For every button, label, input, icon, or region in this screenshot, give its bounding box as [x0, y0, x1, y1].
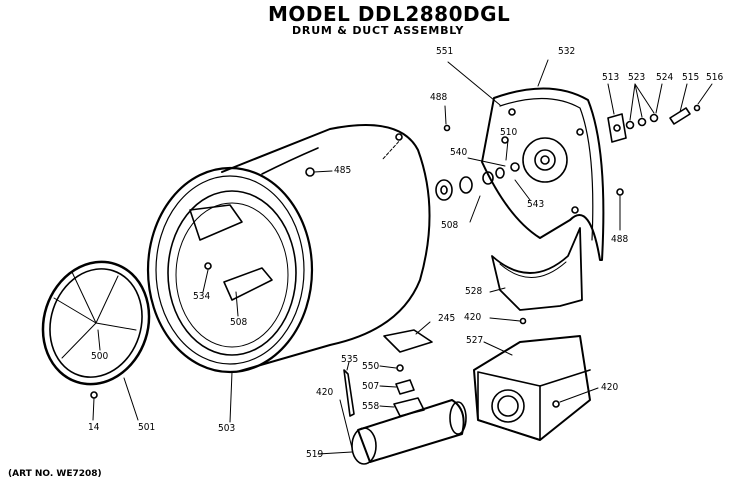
callout-508-pulley: 508 [441, 220, 459, 231]
callout-510: 510 [500, 127, 518, 138]
callout-513: 513 [602, 72, 620, 83]
callout-532: 532 [558, 46, 576, 57]
callout-540: 540 [450, 147, 468, 158]
blower-housing [473, 335, 599, 441]
callout-420-upper: 420 [464, 312, 482, 323]
diagram-title: MODEL DDL2880DGL [268, 2, 511, 26]
bearing-pulley [435, 139, 531, 223]
sensor-parts [343, 361, 425, 417]
callout-501: 501 [138, 422, 156, 433]
callout-420-right: 420 [601, 382, 619, 393]
art-number: (ART NO. WE7208) [8, 469, 102, 479]
lint-duct [489, 227, 583, 311]
callout-503: 503 [218, 423, 236, 434]
callout-524: 524 [656, 72, 674, 83]
callout-527: 527 [466, 335, 484, 346]
screw-488-top [443, 105, 451, 132]
screw-14 [90, 391, 98, 421]
callout-550: 550 [362, 361, 380, 372]
bearing-hardware [607, 83, 713, 143]
drum-screw-485 [305, 167, 333, 177]
callout-245: 245 [438, 313, 456, 324]
callout-420-left: 420 [316, 387, 334, 398]
screw-420-upper [489, 317, 527, 325]
screw-488-right [616, 188, 624, 231]
callout-488-right: 488 [611, 234, 629, 245]
door-seal-ring [41, 260, 151, 386]
callout-515: 515 [682, 72, 700, 83]
callout-507: 507 [362, 381, 380, 392]
callout-500: 500 [91, 351, 109, 362]
plate-245 [383, 321, 433, 353]
callout-534: 534 [193, 291, 211, 302]
callout-523: 523 [628, 72, 646, 83]
callout-528: 528 [465, 286, 483, 297]
callout-543: 543 [527, 199, 545, 210]
callout-14: 14 [88, 422, 100, 433]
callout-488-top: 488 [430, 92, 448, 103]
diagram-subtitle: DRUM & DUCT ASSEMBLY [292, 24, 465, 37]
callout-519: 519 [306, 449, 324, 460]
callout-551: 551 [436, 46, 454, 57]
callout-535: 535 [341, 354, 359, 365]
callout-516: 516 [706, 72, 724, 83]
callout-508-drum: 508 [230, 317, 248, 328]
callout-558: 558 [362, 401, 380, 412]
heater-assembly [317, 399, 467, 465]
drum [146, 124, 431, 423]
callout-485: 485 [334, 165, 352, 176]
